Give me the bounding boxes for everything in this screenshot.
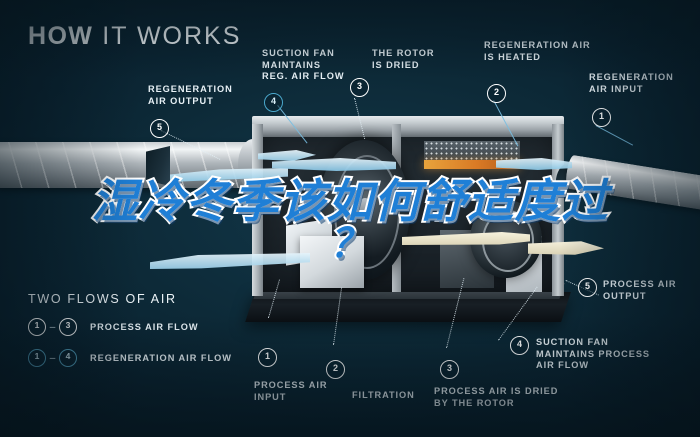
airflow-arrow-2 [272, 158, 396, 171]
chinese-headline-line1: 湿冷冬季该如何舒适度过 [90, 174, 610, 228]
legend-label-process-air-flow: PROCESS AIR FLOW [90, 322, 199, 332]
callout-label-suction-fan-reg: SUCTION FAN MAINTAINS REG. AIR FLOW [262, 48, 345, 82]
cabinet-top-panel [252, 116, 564, 132]
regeneration-duct-ribbon-2 [528, 241, 604, 255]
legend-marker-from-1: 1 [28, 318, 46, 336]
callout-label-process-air-input: PROCESS AIR INPUT [254, 380, 328, 402]
callout-label-filtration: FILTRATION [352, 390, 415, 400]
callout-label-process-air-output: PROCESS AIR OUTPUT [603, 279, 677, 301]
callout-label-process-air-dried: PROCESS AIR IS DRIED BY THE ROTOR [434, 386, 559, 408]
callout-marker-2-regeneration-heated[interactable]: 2 [487, 84, 506, 103]
airflow-arrow-5 [258, 150, 316, 161]
legend-marker-to-3: 3 [59, 318, 77, 336]
legend-row-process-air-flow: 1 – 3 PROCESS AIR FLOW [28, 318, 232, 336]
callout-label-regeneration-heated: REGENERATION AIR IS HEATED [484, 40, 591, 62]
legend-row-regeneration-air-flow: 1 – 4 REGENERATION AIR FLOW [28, 349, 232, 367]
callout-label-regeneration-air-output: REGENERATION AIR OUTPUT [148, 84, 233, 106]
callout-marker-1-process-input[interactable]: 1 [258, 348, 277, 367]
legend-heading: TWO FLOWS OF AIR [28, 292, 177, 306]
left-duct-opening [146, 146, 170, 186]
heater-coil [424, 160, 520, 169]
callout-marker-3-rotor-dried[interactable]: 3 [350, 78, 369, 97]
callout-label-regeneration-air-input: REGENERATION AIR INPUT [589, 72, 674, 94]
legend-marker-to-4: 4 [59, 349, 77, 367]
page-title: HOW IT WORKS [28, 22, 241, 51]
legend-dash-1: – [49, 321, 56, 333]
callout-marker-4-suction-fan-reg[interactable]: 4 [264, 93, 283, 112]
callout-label-rotor-dried: THE ROTOR IS DRIED [372, 48, 435, 70]
page-title-bold: HOW [28, 22, 94, 50]
legend-label-regeneration-air-flow: REGENERATION AIR FLOW [90, 353, 232, 363]
callout-label-suction-fan-process: SUCTION FAN MAINTAINS PROCESS AIR FLOW [536, 337, 650, 371]
callout-marker-3-process-dried[interactable]: 3 [440, 360, 459, 379]
callout-marker-1-regeneration-input[interactable]: 1 [592, 108, 611, 127]
legend-dash-2: – [49, 352, 56, 364]
chinese-headline-overlay: 湿冷冬季该如何舒适度过 ？ [5, 176, 695, 267]
legend-marker-from-1-blue: 1 [28, 349, 46, 367]
cabinet-top-edge [252, 130, 564, 137]
left-spiral-duct [0, 142, 256, 188]
callout-marker-2-filtration[interactable]: 2 [326, 360, 345, 379]
cabinet-left-frame [252, 124, 263, 296]
callout-marker-4-suction-fan-process[interactable]: 4 [510, 336, 529, 355]
callout-marker-5-regeneration-output[interactable]: 5 [150, 119, 169, 138]
callout-marker-5-process-output[interactable]: 5 [578, 278, 597, 297]
chinese-headline-line2: ？ [328, 221, 372, 267]
airflow-arrow-4 [496, 158, 572, 170]
rotor-hub [357, 198, 373, 222]
page-title-rest: IT WORKS [102, 22, 242, 50]
legend: TWO FLOWS OF AIR 1 – 3 PROCESS AIR FLOW … [28, 292, 232, 380]
filter-block-main [300, 236, 364, 288]
regeneration-grille [424, 141, 520, 160]
